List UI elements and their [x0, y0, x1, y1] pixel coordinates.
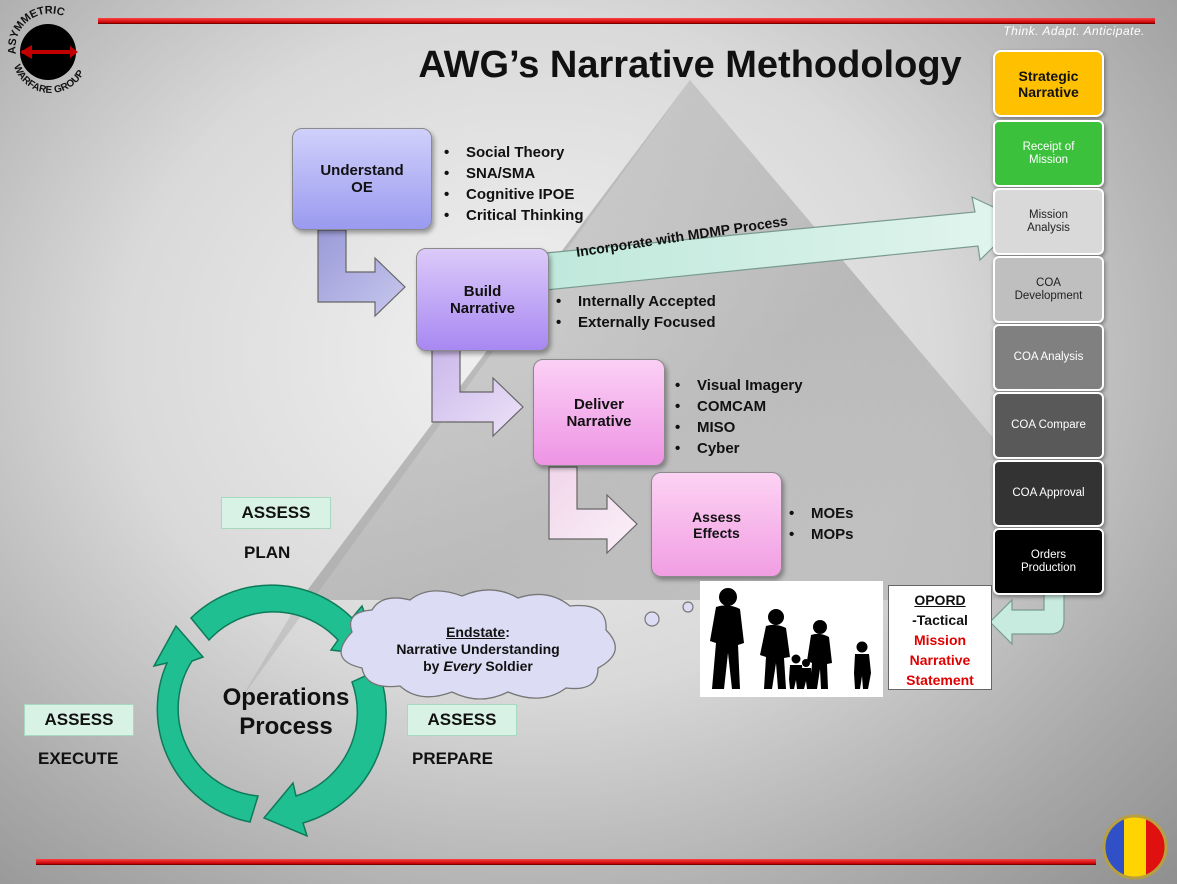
plan-label: PLAN [244, 543, 291, 562]
opord-heading: OPORD [914, 592, 966, 608]
endstate-cloud [340, 589, 616, 700]
mdmp-step: COA Approval [993, 460, 1104, 527]
mdmp-step-line: Narrative [1018, 83, 1079, 100]
cycle-arrow-right [262, 668, 387, 838]
step-label: Effects [693, 524, 740, 541]
mdmp-step-line: Analysis [1027, 221, 1070, 234]
assess-label-execute: ASSESS [24, 704, 134, 736]
mdmp-step-line: Orders [1030, 548, 1067, 561]
endstate-text: Endstate: Narrative Understanding by Eve… [368, 624, 588, 675]
mdmp-step-line: COA Compare [1011, 419, 1086, 431]
endstate-heading: Endstate [446, 624, 506, 640]
bullet-item: Cyber [675, 438, 803, 459]
step-label: Build [463, 282, 502, 300]
endstate-em: Every [443, 658, 482, 674]
elbow-arrow-1 [317, 229, 406, 318]
mdmp-step-line: Receipt of [1022, 140, 1075, 153]
build-bullets: Internally Accepted Externally Focused [556, 291, 716, 333]
endstate-post: Soldier [481, 658, 533, 674]
operations-cycle [152, 584, 387, 838]
opord-red-2: Narrative [909, 652, 971, 668]
awg-logo: ASYMMETRIC WARFARE GROUP [2, 2, 98, 98]
mdmp-step-line: COA Analysis [1013, 351, 1084, 363]
bullet-item: COMCAM [675, 396, 803, 417]
mdmp-step-line: Development [1014, 289, 1083, 302]
awg-logo-icon: ASYMMETRIC WARFARE GROUP [6, 4, 87, 96]
mdmp-step: COA Analysis [993, 324, 1104, 391]
cycle-arrow-left [152, 624, 259, 823]
mdmp-step-line: Strategic [1018, 67, 1079, 84]
mdmp-step-line: COA [1036, 276, 1061, 289]
mdmp-step-line: Mission [1029, 153, 1068, 166]
assess-label-prepare: ASSESS [407, 704, 517, 736]
elbow-arrow-3 [548, 466, 638, 555]
step-label: Narrative [566, 412, 632, 430]
step-label: Understand [320, 162, 404, 179]
bullet-item: MISO [675, 417, 803, 438]
mdmp-step-line: COA Approval [1012, 487, 1085, 499]
unit-seal [1098, 812, 1172, 882]
step-label: OE [351, 179, 373, 196]
ops-line: Process [239, 713, 333, 740]
step-label: Assess [691, 508, 742, 525]
bullet-item: SNA/SMA [444, 163, 584, 184]
soldiers-silhouette-image [700, 581, 883, 697]
opord-line1: -Tactical [912, 612, 968, 628]
ops-line: Operations [222, 684, 350, 711]
tricolor-seal-icon [1102, 814, 1168, 880]
mdmp-step-line: Production [1021, 561, 1076, 574]
endstate-pre: by [423, 658, 444, 674]
bullet-item: Critical Thinking [444, 205, 584, 226]
mdmp-step: COA Compare [993, 392, 1104, 459]
endstate-line1: Narrative Understanding [396, 641, 560, 657]
opord-box: OPORD -Tactical Mission Narrative Statem… [888, 585, 992, 690]
assess-bullets: MOEs MOPs [789, 503, 854, 545]
bullet-item: MOEs [789, 503, 854, 524]
opord-red-1: Mission [913, 632, 967, 648]
bullet-item: MOPs [789, 524, 854, 545]
opord-return-arrow [989, 586, 1065, 646]
deliver-bullets: Visual Imagery COMCAM MISO Cyber [675, 375, 803, 459]
tagline: Think. Adapt. Anticipate. [1003, 24, 1145, 38]
top-rule [98, 18, 1155, 24]
prepare-label: PREPARE [412, 749, 493, 768]
soldiers-icon [710, 588, 871, 689]
bullet-item: Externally Focused [556, 312, 716, 333]
assess-label-plan: ASSESS [221, 497, 331, 529]
bottom-rule [36, 859, 1096, 865]
bullet-item: Internally Accepted [556, 291, 716, 312]
operations-process-label: Operations Process [212, 683, 360, 741]
elbow-arrow-2 [431, 349, 524, 438]
opord-red-3: Statement [906, 672, 974, 688]
mdmp-step-line: Mission [1029, 208, 1068, 221]
bullet-item: Social Theory [444, 142, 584, 163]
step-label: Deliver [573, 395, 625, 413]
bullet-item: Cognitive IPOE [444, 184, 584, 205]
understand-bullets: Social Theory SNA/SMA Cognitive IPOE Cri… [444, 142, 584, 226]
step-label: Narrative [449, 299, 516, 317]
execute-label: EXECUTE [38, 749, 119, 768]
slide-title: AWG’s Narrative Methodology [418, 44, 962, 86]
bullet-item: Visual Imagery [675, 375, 803, 396]
thought-bubbles [644, 601, 694, 627]
